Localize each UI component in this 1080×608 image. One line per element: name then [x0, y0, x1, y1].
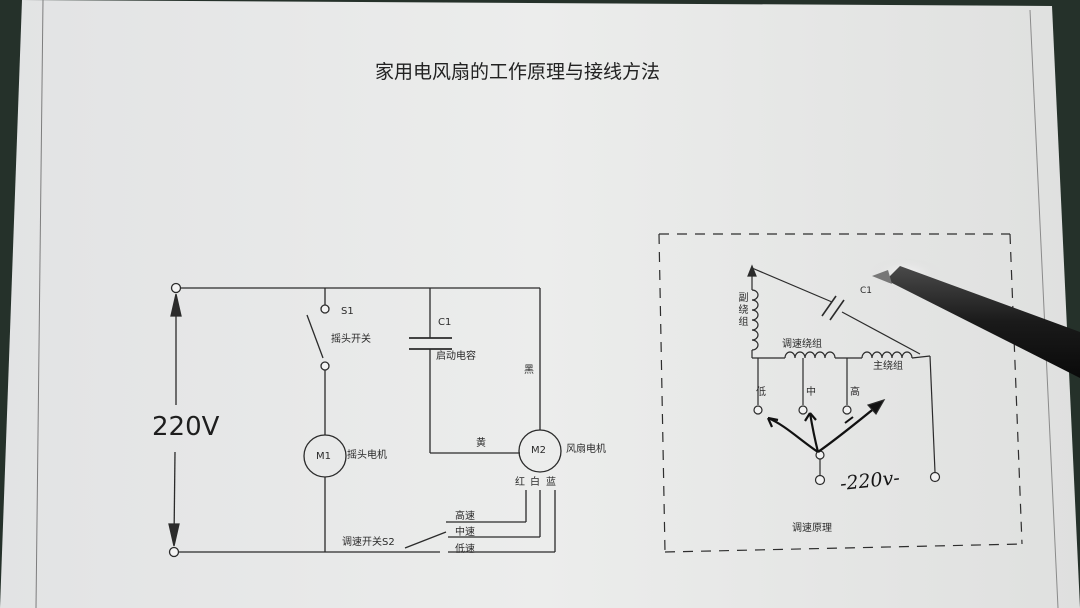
m2-motor-symbol [518, 429, 562, 473]
s1-switch-blade [306, 314, 324, 359]
tap-low-label: 低 [756, 387, 766, 398]
speed-mid-label: 中速 [455, 527, 475, 538]
c1-label: C1 [438, 317, 452, 328]
wire-black-label: 黑 [524, 365, 534, 376]
voltage-label: 220V [152, 412, 220, 442]
right-terminal [929, 471, 941, 483]
tap-low-contact [753, 405, 763, 415]
m1-label: M1 [316, 451, 331, 462]
voltage-arrow-up [170, 293, 182, 317]
s1-name: 摇头开关 [331, 334, 371, 345]
s1-contact-bottom [320, 361, 330, 371]
c1-name: 启动电容 [436, 351, 476, 362]
m2-name: 风扇电机 [566, 444, 606, 455]
m2-label: M2 [531, 445, 546, 456]
tap-mid-contact [798, 405, 808, 415]
wire-yellow-label: 黄 [476, 438, 486, 449]
tap-high-contact [842, 405, 852, 415]
wire-red-label: 红 [515, 477, 525, 488]
tap-high-label: 高 [850, 387, 860, 398]
page-title: 家用电风扇的工作原理与接线方法 [375, 61, 661, 83]
wire-blue-label: 蓝 [546, 477, 556, 488]
right-dashed-box [658, 233, 1023, 553]
s2-name: 调速开关S2 [342, 537, 395, 548]
left-circuit [168, 282, 562, 558]
hand-arrow-mid [808, 412, 820, 453]
speed-low-label: 低速 [455, 544, 475, 555]
aux-winding-label: 副绕组 [736, 292, 747, 328]
s1-label: S1 [341, 306, 354, 317]
speed-winding-label: 调速绕组 [782, 339, 822, 350]
aux-winding-coil [751, 289, 759, 351]
page-border-left [35, 0, 44, 608]
terminal-bottom [168, 546, 180, 558]
m1-name: 摇头电机 [347, 450, 387, 461]
tap-mid-label: 中 [806, 387, 816, 398]
c1-plate-b [829, 299, 845, 321]
left-terminal [814, 474, 826, 486]
speed-winding-coil [784, 351, 836, 359]
right-caption: 调速原理 [792, 523, 832, 534]
s1-contact-top [320, 304, 330, 314]
main-winding-coil [861, 351, 913, 359]
wire-white-label: 白 [530, 477, 540, 488]
page-border-right [1029, 9, 1059, 608]
terminal-top [170, 282, 182, 294]
hand-arrow-low [767, 416, 819, 453]
hand-tick [844, 416, 854, 424]
voltage-arrow-down [168, 523, 180, 547]
pen-body [886, 266, 1080, 378]
pen-tip [872, 270, 892, 284]
c1-plate-a [821, 295, 837, 317]
pen [869, 258, 1080, 378]
s2-switch-blade [404, 531, 447, 549]
main-winding-label: 主绕组 [873, 361, 903, 372]
speed-high-label: 高速 [455, 511, 475, 522]
right-winding-diagram [747, 264, 941, 486]
right-c1-label: C1 [860, 286, 873, 296]
